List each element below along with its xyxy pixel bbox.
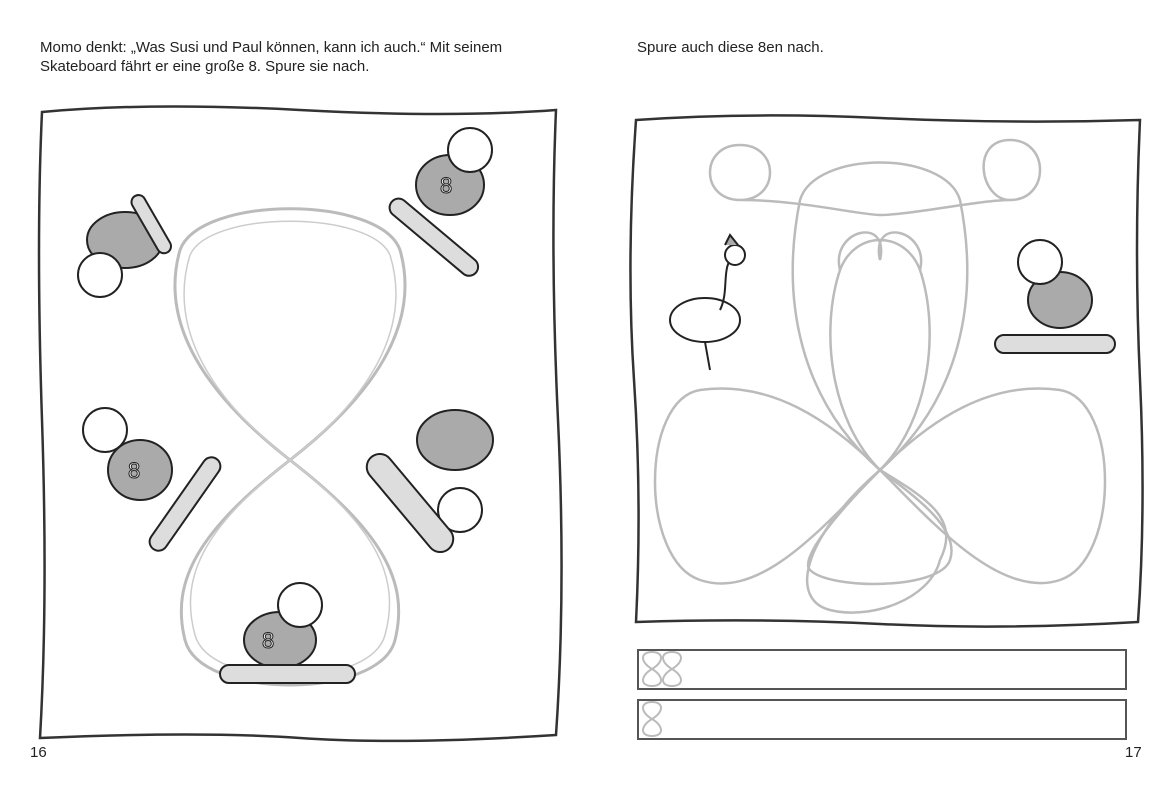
bear-skater-middle-right bbox=[365, 409, 494, 554]
page-number-right: 17 bbox=[1125, 744, 1142, 761]
right-instruction: Spure auch diese 8en nach. bbox=[637, 39, 824, 56]
svg-text:8: 8 bbox=[128, 458, 140, 483]
bear-skater-top-left bbox=[77, 194, 172, 298]
page-number-left: 16 bbox=[30, 744, 47, 761]
bear-skater-top-right: 8 bbox=[388, 127, 493, 277]
svg-text:8: 8 bbox=[440, 173, 452, 198]
right-frame bbox=[629, 114, 1144, 628]
bear-skater-right bbox=[994, 239, 1116, 354]
left-frame bbox=[37, 105, 563, 743]
bear-skater-middle-left: 8 bbox=[82, 407, 222, 552]
left-instruction: Momo denkt: „Was Susi und Paul können, k… bbox=[40, 38, 502, 76]
svg-text:8: 8 bbox=[262, 628, 274, 653]
practice-row-2[interactable] bbox=[637, 699, 1127, 740]
left-instruction-line-1: Momo denkt: „Was Susi und Paul können, k… bbox=[40, 39, 503, 56]
practice-row-1[interactable] bbox=[637, 649, 1127, 690]
bear-skater-bottom: 8 bbox=[219, 582, 356, 684]
chicken-illustration bbox=[669, 233, 746, 371]
practice-guide-eights bbox=[642, 650, 682, 738]
left-instruction-line-2: Skateboard fährt er eine große 8. Spure … bbox=[40, 58, 370, 75]
figure-eight-traces bbox=[653, 138, 1107, 614]
